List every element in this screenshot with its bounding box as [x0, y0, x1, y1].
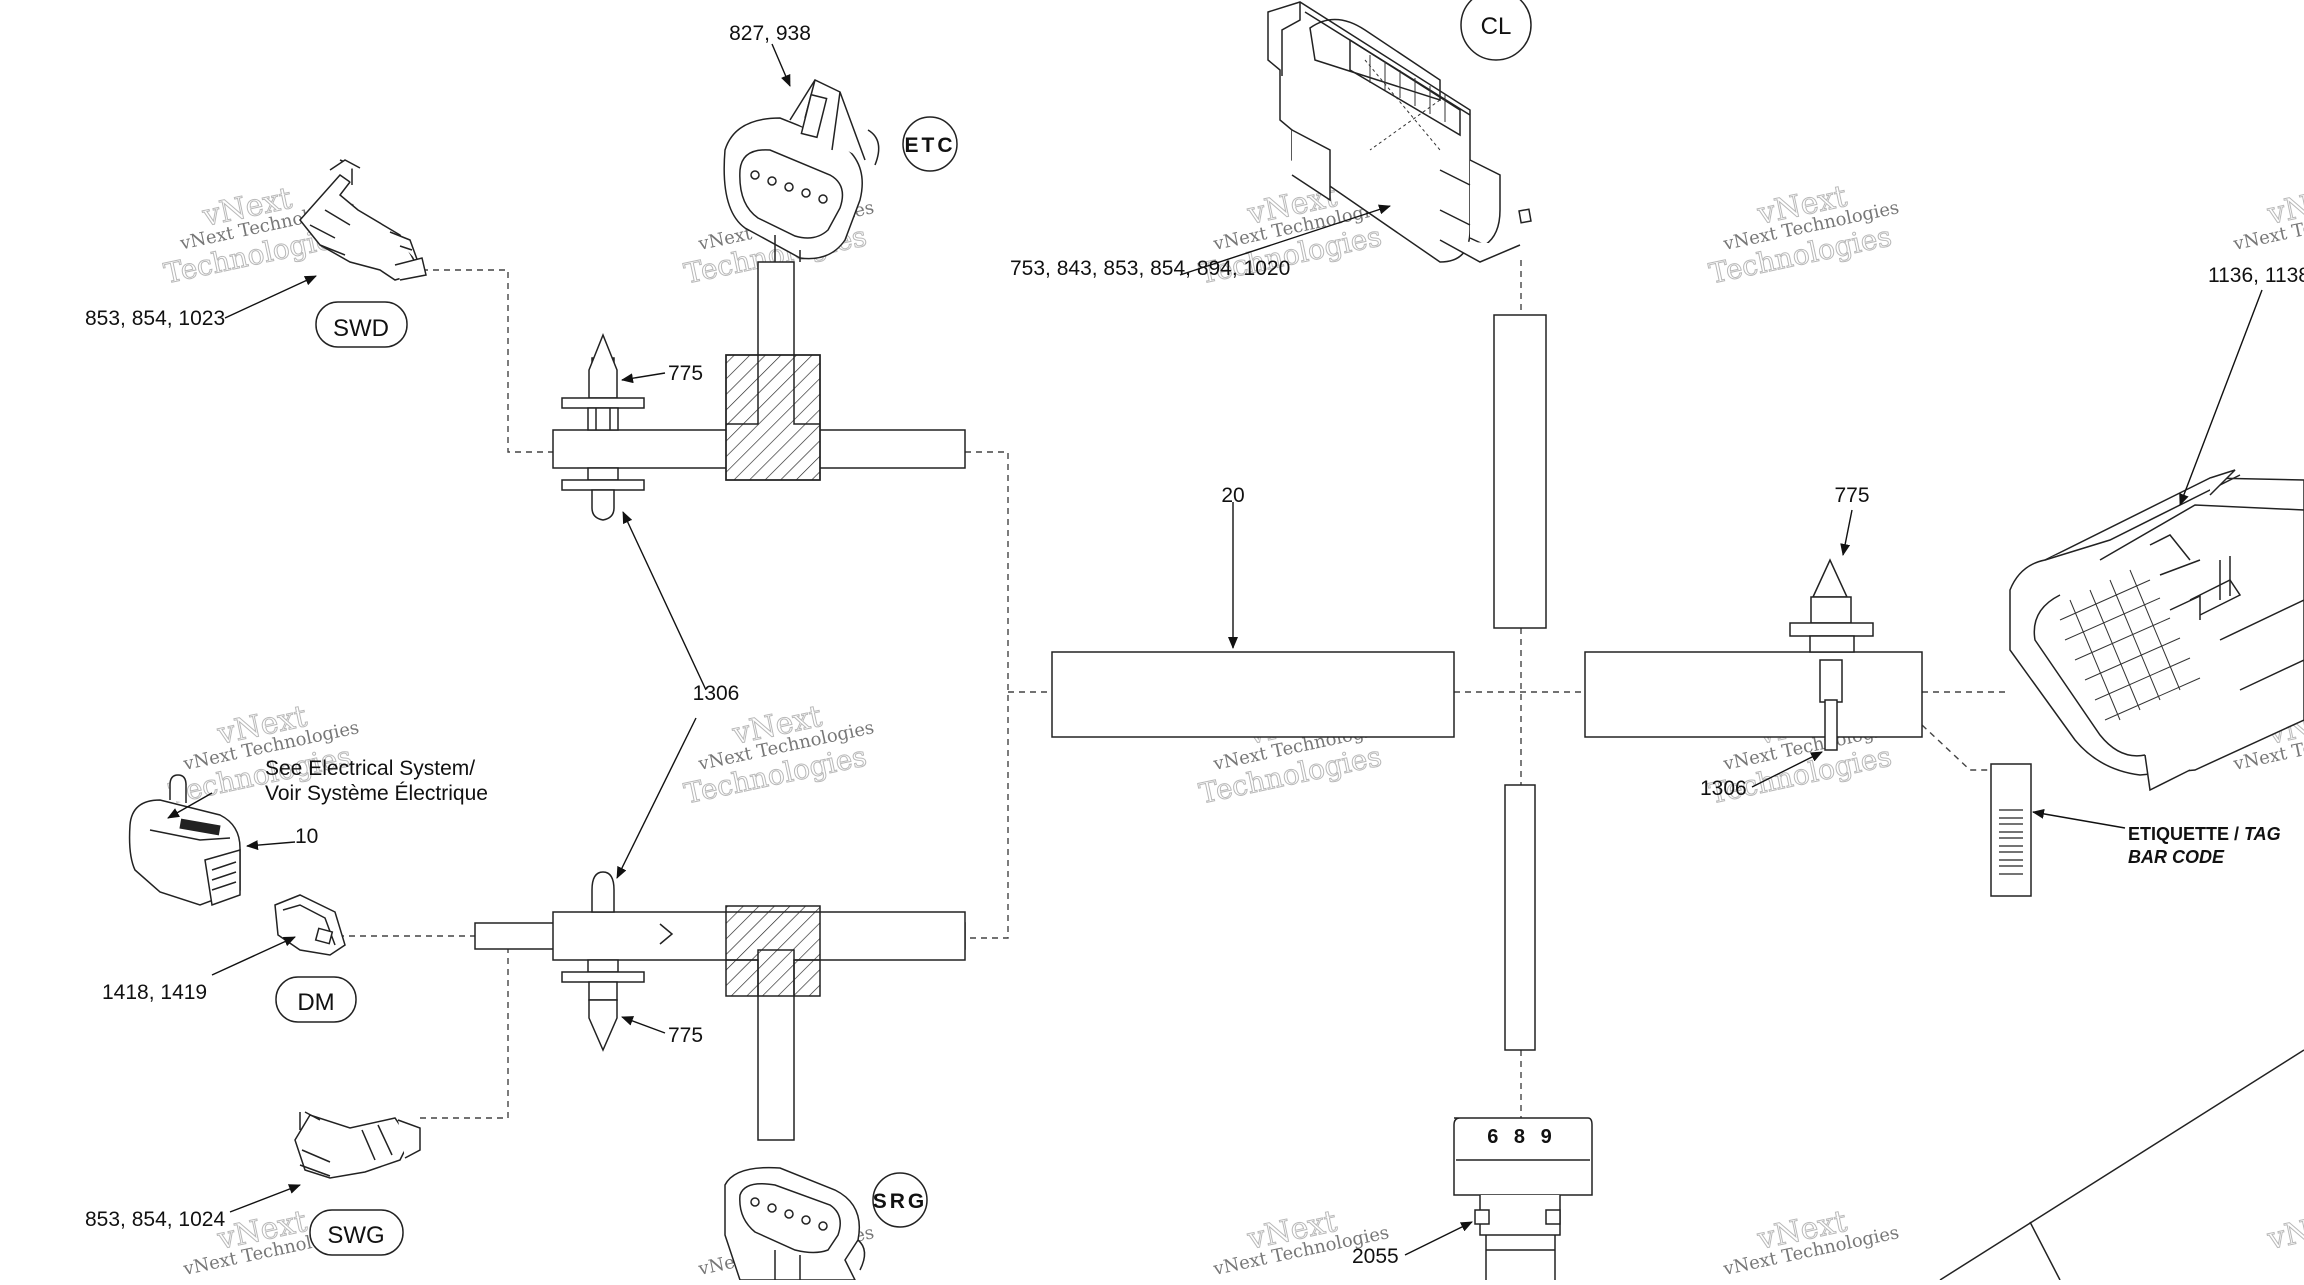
watermark: vNext vNext Technologies — [2231, 178, 2304, 255]
callout-1306-right: 1306 — [1700, 777, 1747, 800]
right-harness-segment — [1584, 651, 1923, 738]
tag-swg-label: SWG — [327, 1222, 384, 1249]
upper-splice — [552, 261, 966, 481]
note-etiquette: ETIQUETTE / TAG — [2128, 824, 2281, 844]
swg-connector — [294, 1111, 421, 1179]
callout-853-854-1023: 853, 854, 1023 — [85, 307, 225, 330]
tag-srg-label: SRG — [873, 1190, 928, 1213]
callout-1136-1138: 1136, 1138 — [2208, 264, 2304, 287]
swd-connector — [299, 159, 427, 281]
srg-connector — [724, 1166, 866, 1281]
watermark: vNext vNext Technologies Technologies — [681, 698, 876, 810]
tag-cl — [1460, 0, 1532, 61]
dm-connector — [274, 894, 346, 956]
upper-tie-wrap — [561, 332, 645, 521]
callout-1418-1419: 1418, 1419 — [102, 981, 207, 1004]
lower-splice-sleeve — [725, 905, 821, 997]
tag-dm-label: DM — [297, 989, 334, 1016]
wire-routes — [338, 260, 2030, 1119]
main-harness-segment — [1051, 651, 1455, 738]
watermark: vNext vNext Technologies — [1721, 1203, 1901, 1280]
tag-swd — [315, 301, 408, 348]
centre-harness — [1051, 314, 1923, 1051]
svg-text:vNext: vNext — [2264, 1204, 2304, 1257]
tags: SWD ETC CL DM SWG SRG — [275, 0, 1532, 1256]
callout-1306-left: 1306 — [693, 682, 740, 705]
note-bar-code: BAR CODE — [2128, 847, 2225, 867]
tag-etc — [902, 116, 958, 172]
leaders — [167, 43, 2263, 1256]
note-see-electrical-1: See Electrical System/ — [265, 757, 475, 780]
callouts: 827, 938 853, 854, 1023 775 1306 753, 84… — [85, 22, 2304, 1268]
callout-827-938: 827, 938 — [729, 22, 811, 45]
right-tie-wrap — [1789, 558, 1874, 751]
tag-dm — [275, 976, 357, 1023]
callout-753: 753, 843, 853, 854, 894, 1020 — [1010, 257, 1290, 280]
callout-20: 20 — [1221, 484, 1244, 507]
lower-tie-wrap — [561, 871, 645, 1052]
lower-splice — [474, 905, 966, 1141]
bar-code-label — [1990, 763, 2032, 897]
tag-srg — [872, 1172, 928, 1228]
callout-775-top: 775 — [668, 362, 703, 385]
tag-swd-label: SWD — [333, 315, 389, 342]
dm-sensor — [128, 774, 241, 907]
tag-swg — [309, 1209, 404, 1256]
callout-775-bottom: 775 — [668, 1024, 703, 1047]
callout-10: 10 — [295, 825, 318, 848]
callout-853-854-1024: 853, 854, 1024 — [85, 1208, 225, 1231]
callout-2055: 2055 — [1352, 1245, 1399, 1268]
cl-connector — [1267, 1, 1532, 263]
watermark: vNext vNext Technologies Technologies — [1706, 178, 1901, 290]
etc-connector — [723, 79, 880, 262]
connector-689: 6 8 9 — [1453, 1117, 1593, 1280]
frame-lines — [1939, 1049, 2304, 1281]
callout-775-right: 775 — [1834, 484, 1869, 507]
connector-marking: 6 8 9 — [1487, 1126, 1556, 1148]
ecm-connector — [2009, 469, 2304, 792]
lower-branch — [1504, 784, 1536, 1051]
watermark: vNext — [2263, 1203, 2304, 1257]
cl-branch — [1493, 314, 1547, 629]
note-see-electrical-2: Voir Système Électrique — [265, 782, 488, 805]
tag-etc-label: ETC — [905, 134, 956, 157]
tag-cl-label: CL — [1481, 13, 1512, 40]
